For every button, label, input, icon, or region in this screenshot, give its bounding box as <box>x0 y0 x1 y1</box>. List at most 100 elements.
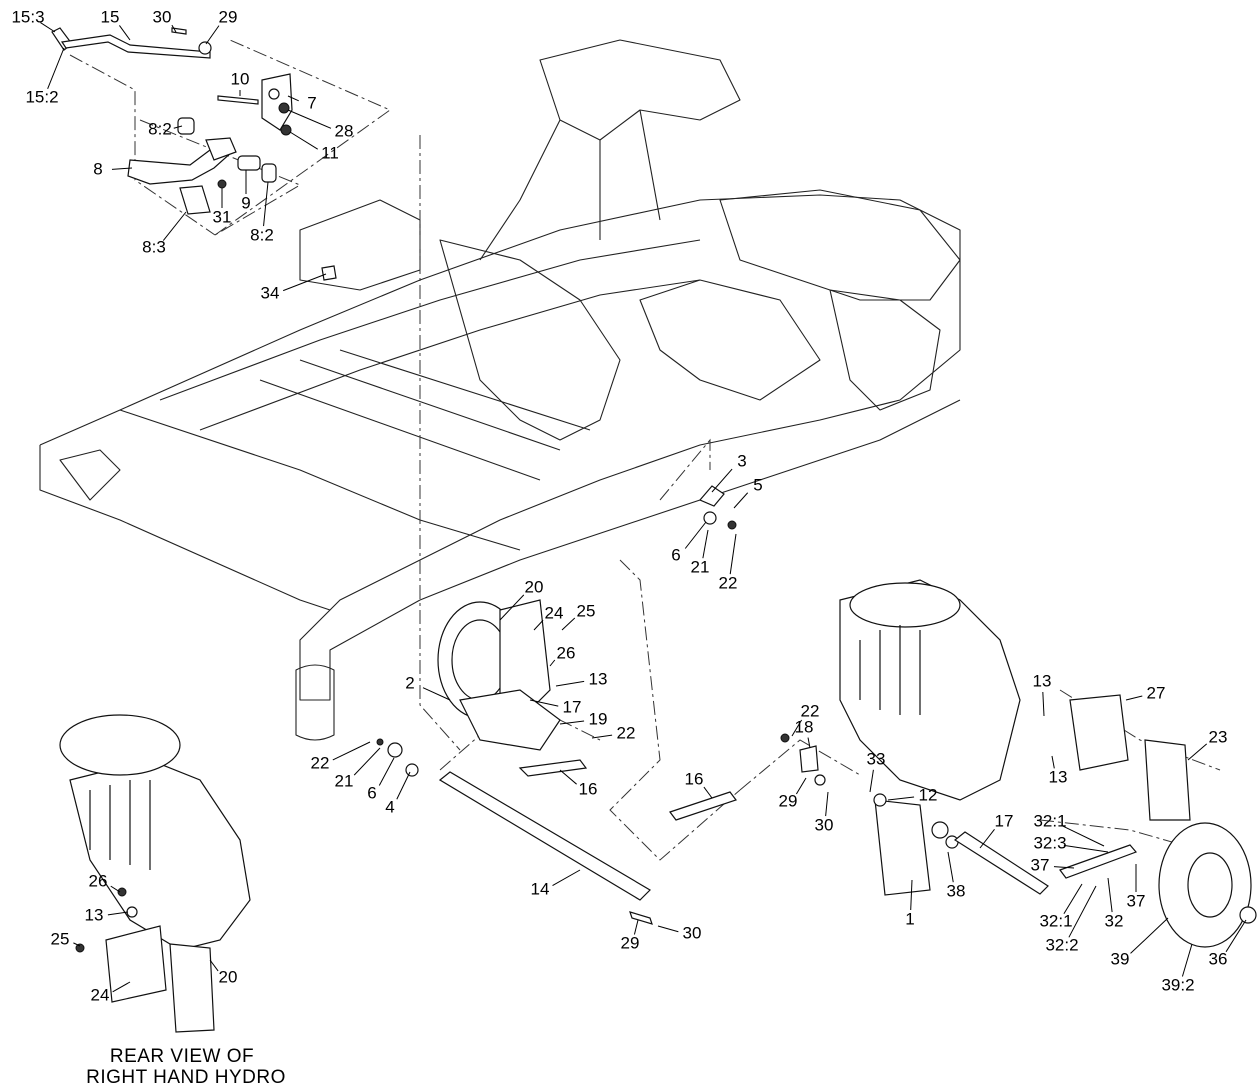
callout-leader-line <box>171 24 177 33</box>
callout-leader-line <box>332 741 371 761</box>
callout-leader-line <box>1130 917 1169 954</box>
callout-label: 12 <box>919 785 938 804</box>
callout-label: 4 <box>385 797 394 816</box>
callout-label: 22 <box>617 723 636 742</box>
callout-label: 34 <box>261 283 280 302</box>
caption-line-2: RIGHT HAND HYDRO <box>86 1067 286 1088</box>
callout-leader-line <box>287 109 332 129</box>
right-hydro-assembly <box>669 579 1257 948</box>
callout-label: 22 <box>801 701 820 720</box>
callout-leader-line <box>807 737 811 749</box>
callout-label: 11 <box>321 143 339 162</box>
callout-leader-line <box>869 769 874 793</box>
callout-label: 3 <box>737 451 746 470</box>
callout-label: 25 <box>577 601 596 620</box>
callout-leader-line <box>263 181 269 227</box>
callout-leader-line <box>422 687 451 701</box>
callout-leader-line <box>633 919 639 935</box>
callout-leader-line <box>559 769 577 785</box>
callout-label: 9 <box>241 193 250 212</box>
callout-leader-line <box>825 791 829 817</box>
callout-leader-line <box>729 533 737 575</box>
callout-leader-line <box>353 747 381 776</box>
callout-leader-line <box>107 911 129 916</box>
callout-leader-line <box>733 492 749 509</box>
callout-label: 21 <box>691 557 710 576</box>
callout-label: 39 <box>1111 949 1130 968</box>
callout-leader-line <box>559 720 585 725</box>
callout-leader-line <box>910 879 913 911</box>
callout-label: 32:3 <box>1033 833 1066 852</box>
callout-leader-line <box>1063 883 1083 915</box>
callout-leader-line <box>119 25 131 41</box>
callout-label: 33 <box>867 749 886 768</box>
callout-label: 8:2 <box>250 225 274 244</box>
callout-label: 23 <box>1209 727 1228 746</box>
callout-leader-line <box>795 777 807 795</box>
callout-leader-line <box>396 771 411 800</box>
callout-label: 30 <box>683 923 702 942</box>
callout-label: 24 <box>545 603 564 622</box>
callout-label: 13 <box>1049 767 1068 786</box>
callout-label: 17 <box>563 697 582 716</box>
callout-label: 30 <box>815 815 834 834</box>
callout-label: 22 <box>311 753 330 772</box>
callout-label: 31 <box>213 207 232 226</box>
callout-leader-line <box>378 757 395 786</box>
callout-label: 8:2 <box>148 119 172 138</box>
callout-leader-line <box>110 885 121 893</box>
callout-label: 29 <box>621 933 640 952</box>
callout-leader-line <box>1225 919 1247 953</box>
callout-label: 14 <box>531 879 550 898</box>
callout-label: 5 <box>753 475 762 494</box>
callout-label: 32:1 <box>1033 811 1066 830</box>
callout-label: 32:1 <box>1039 911 1072 930</box>
callout-label: 26 <box>89 871 108 890</box>
callout-label: 10 <box>231 69 250 88</box>
callout-leader-line <box>947 851 954 883</box>
callout-label: 28 <box>335 121 354 140</box>
callout-label: 1 <box>905 909 914 928</box>
callout-leader-line <box>533 619 544 631</box>
callout-leader-line <box>1187 743 1208 761</box>
rear-view-hydro <box>59 714 251 1033</box>
callout-label: 24 <box>91 985 110 1004</box>
callout-leader-line <box>591 734 613 739</box>
center-hydro-assembly <box>376 485 737 925</box>
callout-label: 19 <box>589 709 608 728</box>
callout-label: 16 <box>685 769 704 788</box>
callout-label: 13 <box>85 905 104 924</box>
callout-leader-line <box>711 468 733 493</box>
callout-label: 20 <box>525 577 544 596</box>
callout-label: 26 <box>557 643 576 662</box>
callout-leaders <box>40 22 1247 993</box>
callout-label: 13 <box>589 669 608 688</box>
callout-label: 8:3 <box>142 237 166 256</box>
callout-label: 15 <box>101 7 120 26</box>
control-linkage <box>51 27 337 281</box>
callout-label: 38 <box>947 881 966 900</box>
callout-leader-line <box>111 167 133 170</box>
callout-leader-line <box>791 719 803 737</box>
callout-label: 13 <box>1033 671 1052 690</box>
chassis-frame <box>39 39 961 741</box>
callout-leader-line <box>283 273 327 292</box>
callout-label: 32 <box>1105 911 1124 930</box>
callout-label: 25 <box>51 929 70 948</box>
callout-leader-line <box>555 680 585 687</box>
callout-label: 20 <box>219 967 238 986</box>
callout-leader-line <box>40 22 56 33</box>
callout-label: 15:3 <box>11 7 44 26</box>
callout-leader-line <box>47 47 65 90</box>
callout-leader-line <box>112 981 131 993</box>
callout-leader-line <box>289 131 318 150</box>
callout-label: 2 <box>405 673 414 692</box>
callout-label: 6 <box>671 545 680 564</box>
callout-leader-line <box>1107 877 1113 913</box>
callout-leader-line <box>1125 695 1143 701</box>
callout-label: 29 <box>219 7 238 26</box>
callout-label: 27 <box>1147 683 1166 702</box>
